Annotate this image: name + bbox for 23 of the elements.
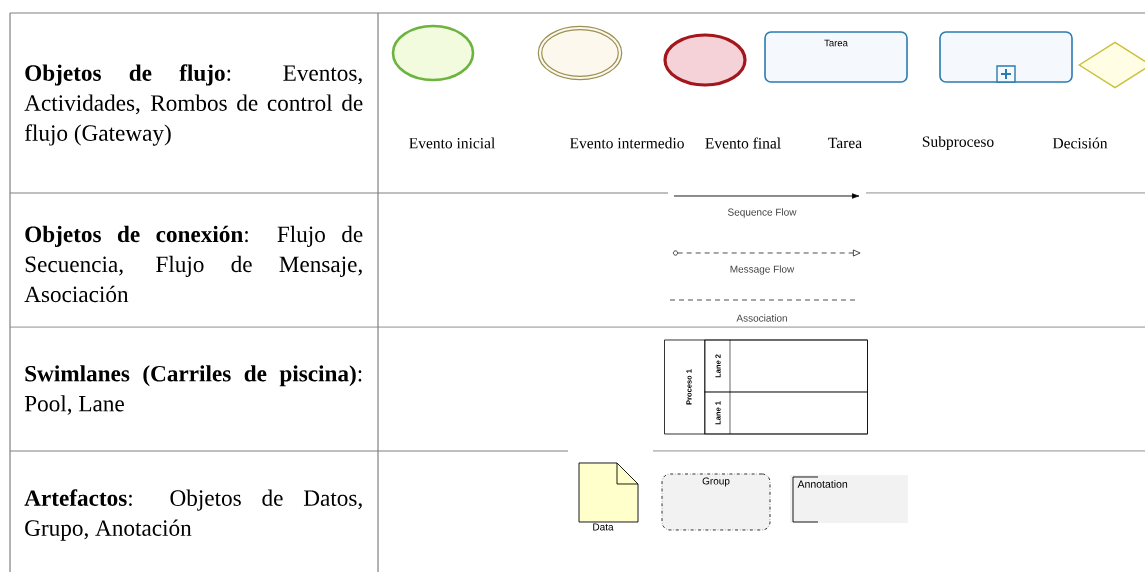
node-label: Subproceso — [922, 135, 994, 150]
cell-text: Swimlanes (Carriles de piscina): Pool, Lane — [24, 365, 362, 415]
flow-label: Sequence Flow — [728, 208, 797, 218]
data-object: Data — [578, 462, 639, 531]
node-label: Evento inicial — [409, 137, 495, 149]
cell-text: Objetos de flujo: Eventos, Actividades, Rombos de control de flujo (Gateway) — [24, 64, 363, 146]
event-circle — [663, 33, 747, 87]
node-label: Decisión — [1052, 137, 1108, 149]
cell-text: Artefactos: Objetos de Datos, Grupo, Anotación — [24, 489, 362, 541]
subprocess-box — [939, 31, 1073, 83]
group-box: Group — [661, 473, 771, 531]
node-label: Tarea — [828, 137, 862, 149]
flow-label: Association — [736, 314, 787, 322]
event-circle — [537, 25, 623, 81]
flow-label: Message Flow — [730, 265, 795, 275]
task-box: Tarea — [764, 31, 908, 83]
node-label: Evento final — [705, 137, 781, 149]
node-label: Evento intermedio — [570, 137, 684, 149]
cell-text: Objetos de conexión: Flujo de Secuencia, Flujo de Mensaje, Asociación — [24, 225, 363, 303]
annotation: Annotation — [790, 475, 908, 523]
node-label: Data — [593, 523, 614, 531]
decision-diamond — [1078, 41, 1145, 89]
event-circle — [391, 24, 475, 82]
